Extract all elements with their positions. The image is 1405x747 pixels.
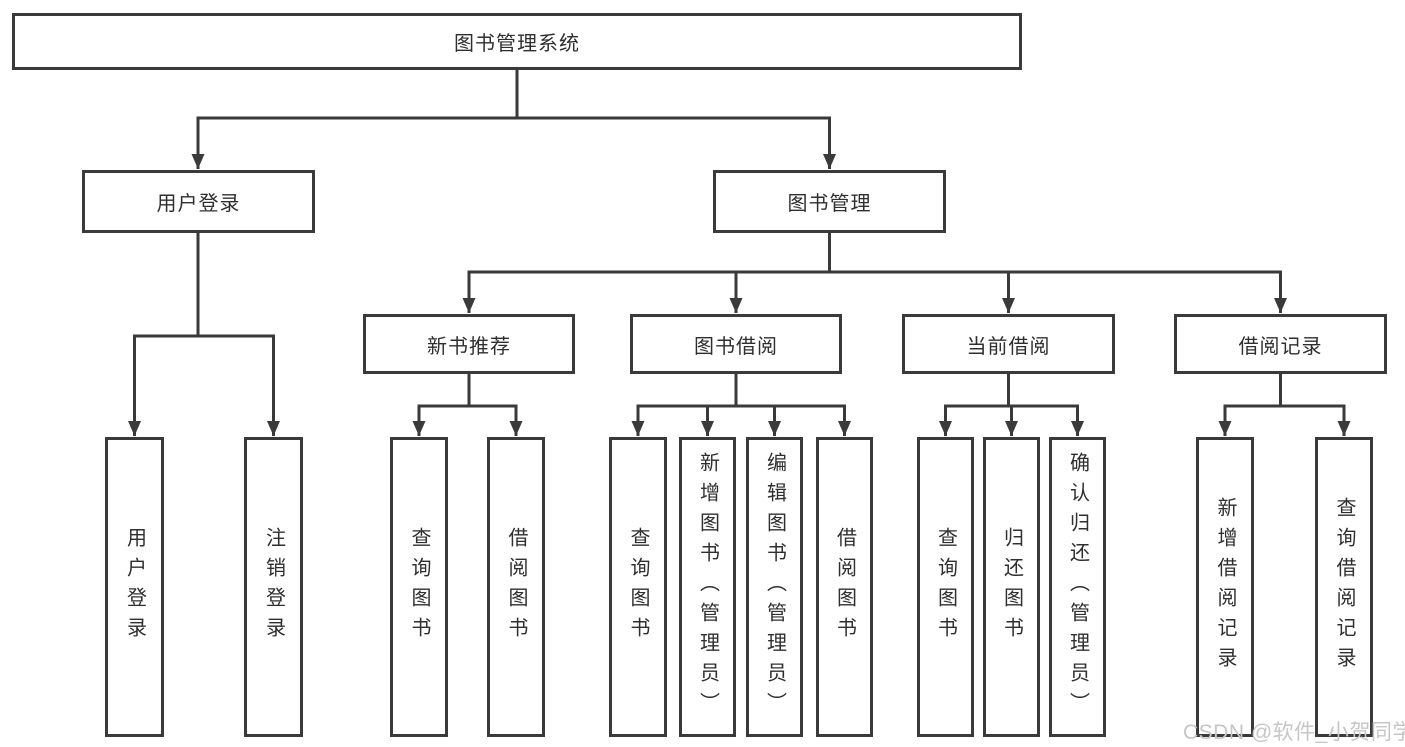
leaf-borrow-query-books: 查询图书 (609, 437, 667, 737)
leaf-user-login: 用户登录 (105, 437, 164, 737)
leaf-current-confirm-return-admin-label: 确认归还（管理员） (1066, 452, 1089, 722)
leaf-records-add-record-label: 新增借阅记录 (1214, 497, 1236, 677)
leaf-current-confirm-return-admin: 确认归还（管理员） (1049, 437, 1106, 737)
node-user-login: 用户登录 (82, 170, 315, 233)
node-root-label: 图书管理系统 (454, 33, 580, 55)
leaf-logout: 注销登录 (244, 437, 303, 737)
node-book-management-label: 图书管理 (787, 193, 872, 215)
node-borrow-records: 借阅记录 (1174, 314, 1387, 374)
leaf-records-query-record: 查询借阅记录 (1315, 437, 1373, 737)
leaf-logout-label: 注销登录 (262, 527, 285, 647)
node-book-borrow-label: 图书借阅 (694, 335, 778, 358)
leaf-recommend-query-books-label: 查询图书 (408, 527, 430, 647)
node-book-borrow: 图书借阅 (630, 314, 842, 374)
leaf-current-return-books-label: 归还图书 (1000, 527, 1023, 647)
leaf-borrow-borrow-books: 借阅图书 (816, 437, 873, 737)
node-book-management: 图书管理 (713, 170, 946, 233)
node-borrow-records-label: 借阅记录 (1238, 335, 1323, 358)
leaf-borrow-edit-books-admin-label: 编辑图书（管理员） (763, 452, 786, 722)
node-user-login-label: 用户登录 (156, 193, 241, 215)
node-current-borrow-label: 当前借阅 (966, 335, 1051, 358)
leaf-current-return-books: 归还图书 (983, 437, 1040, 737)
leaf-recommend-borrow-books-label: 借阅图书 (505, 527, 527, 647)
leaf-borrow-borrow-books-label: 借阅图书 (833, 527, 856, 647)
node-new-book-recommend: 新书推荐 (363, 314, 575, 374)
node-root: 图书管理系统 (12, 13, 1022, 70)
leaf-borrow-add-books-admin: 新增图书（管理员） (679, 437, 736, 737)
csdn-watermark: CSDN @软件_小贺同学 (1183, 721, 1405, 744)
node-current-borrow: 当前借阅 (902, 314, 1115, 374)
leaf-borrow-query-books-label: 查询图书 (627, 527, 649, 647)
leaf-current-query-books: 查询图书 (917, 437, 974, 737)
leaf-recommend-borrow-books: 借阅图书 (487, 437, 545, 737)
leaf-recommend-query-books: 查询图书 (390, 437, 448, 737)
leaf-borrow-edit-books-admin: 编辑图书（管理员） (746, 437, 803, 737)
leaf-current-query-books-label: 查询图书 (934, 527, 957, 647)
leaf-user-login-label: 用户登录 (123, 527, 146, 647)
node-new-book-recommend-label: 新书推荐 (427, 335, 511, 358)
leaf-records-query-record-label: 查询借阅记录 (1333, 497, 1355, 677)
leaf-borrow-add-books-admin-label: 新增图书（管理员） (696, 452, 719, 722)
leaf-records-add-record: 新增借阅记录 (1196, 437, 1254, 737)
